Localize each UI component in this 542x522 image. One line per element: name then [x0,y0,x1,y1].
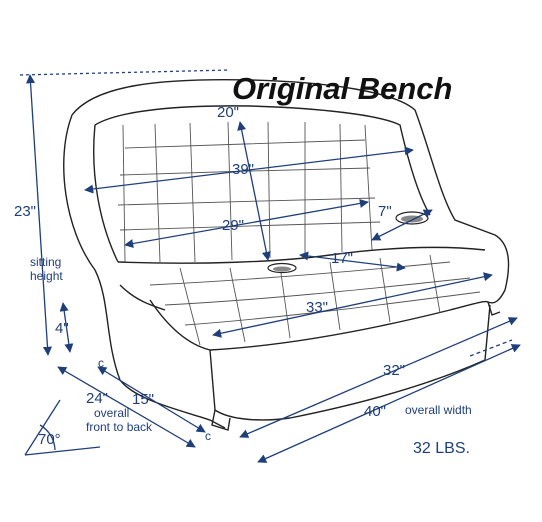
weight-label: 32 LBS. [413,440,470,457]
label-base-width: 32" [383,362,405,379]
corner-mark-left: c [98,356,104,370]
seat-back-quilting [117,121,381,263]
label-overall-width-text: overall width [405,403,472,417]
label-seat-depth: 15" [132,391,154,408]
label-cup-holder: 7" [378,203,392,220]
label-back-width-mid: 29" [222,217,244,234]
label-angle: 70° [38,431,61,448]
seat-back-inner [94,105,431,216]
label-sitting-height-1: sitting [30,255,61,269]
label-seat-width: 33" [306,299,328,316]
label-height-total: 23" [14,203,36,220]
label-overall-width: 40" [364,403,386,420]
dimension-labels: 23" sitting height 4" 20" 39" 29" 7" 17"… [14,104,472,448]
diagram-title: Original Bench [232,71,452,106]
label-back-height: 20" [217,104,239,121]
label-depth-overall-2: front to back [86,420,153,434]
label-depth-overall: 24" [86,390,108,407]
label-sitting-height-2: height [30,269,63,283]
seat-left-side [63,114,226,429]
label-armrest-gap: 17" [331,250,353,267]
seat-back-outline [71,79,510,304]
label-depth-overall-1: overall [94,406,129,420]
dimension-lines [19,69,521,463]
bench-seat-illustration [63,79,510,431]
corner-mark-right: c [205,429,211,443]
label-seat-height: 4" [55,320,69,337]
label-back-width-top: 39" [232,161,254,178]
